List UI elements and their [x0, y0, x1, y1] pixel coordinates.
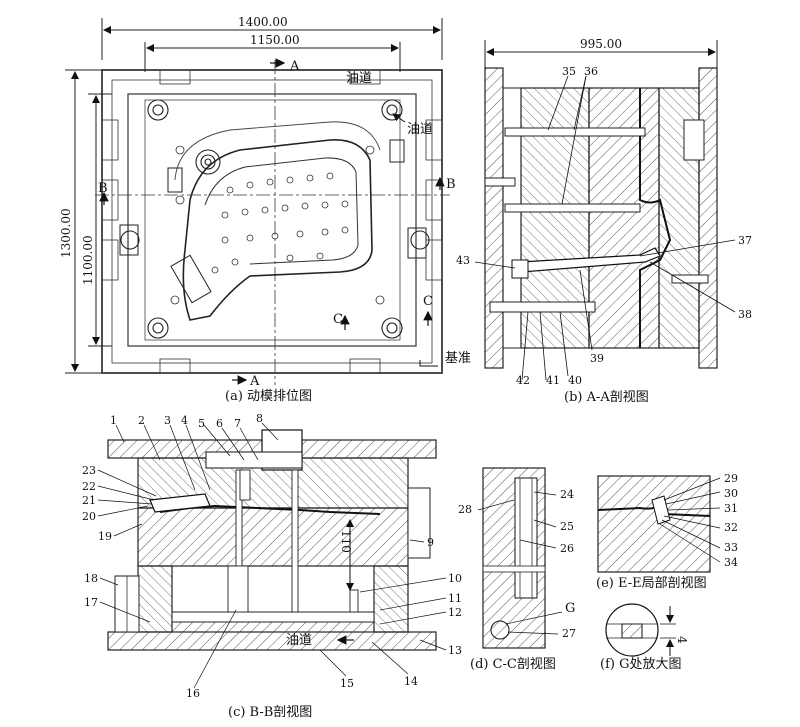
callout-14: 14 — [404, 675, 418, 688]
panel-b-section-AA: 995.00 — [456, 37, 752, 405]
dim-1400: 1400.00 — [238, 15, 288, 29]
callout-27: 27 — [562, 627, 576, 640]
callout-7: 7 — [234, 417, 241, 430]
callout-15: 15 — [340, 677, 354, 690]
callout-23: 23 — [82, 464, 96, 477]
section-A-bottom: A — [249, 374, 260, 389]
caption-a: (a) 动模排位图 — [225, 389, 312, 404]
section-B-left: B — [98, 181, 108, 196]
callout-4: 4 — [181, 414, 188, 427]
callout-25: 25 — [560, 520, 574, 533]
callout-17: 17 — [84, 596, 98, 609]
dim-110: 110 — [339, 530, 353, 553]
callout-43: 43 — [456, 254, 470, 267]
callout-32: 32 — [724, 521, 738, 534]
dim-1300: 1300.00 — [59, 208, 73, 258]
dim-1150: 1150.00 — [250, 33, 300, 47]
panel-f-detail-G: 4 (f) G处放大图 — [600, 603, 689, 672]
callout-11: 11 — [448, 592, 462, 605]
callout-34: 34 — [724, 556, 738, 569]
caption-e: (e) E-E局部剖视图 — [596, 576, 707, 591]
panel-d-section-CC: 24 25 26 27 28 G (d) C-C剖视图 — [458, 467, 576, 672]
label-datum: 基准 — [445, 351, 471, 366]
callout-28: 28 — [458, 503, 472, 516]
panel-a-plan-view: 1400.00 1150.00 1300.00 1100.00 — [59, 15, 471, 404]
callout-42: 42 — [516, 374, 530, 387]
callout-18: 18 — [84, 572, 98, 585]
caption-f: (f) G处放大图 — [600, 657, 681, 672]
callout-21: 21 — [82, 494, 96, 507]
callout-8: 8 — [256, 412, 263, 425]
panel-c-section-BB: 110 油道 — [82, 412, 462, 720]
callout-20: 20 — [82, 510, 96, 523]
callout-3: 3 — [164, 414, 171, 427]
callout-10: 10 — [448, 572, 462, 585]
callout-40: 40 — [568, 374, 582, 387]
callout-41: 41 — [546, 374, 560, 387]
section-C-right: C — [423, 294, 433, 309]
callout-9: 9 — [427, 536, 434, 549]
section-B-right: B — [446, 177, 456, 192]
callout-16: 16 — [186, 687, 200, 700]
label-oil-channel-c: 油道 — [286, 633, 312, 648]
callout-22: 22 — [82, 480, 96, 493]
dim-995: 995.00 — [580, 37, 622, 51]
callout-37: 37 — [738, 234, 752, 247]
caption-b: (b) A-A剖视图 — [564, 390, 649, 405]
callout-39: 39 — [590, 352, 604, 365]
callout-5: 5 — [198, 417, 205, 430]
caption-c: (c) B-B剖视图 — [228, 705, 312, 720]
callout-35: 35 — [562, 65, 576, 78]
section-C-left: C — [333, 312, 343, 327]
label-oil-channel-2: 油道 — [407, 122, 433, 137]
callout-24: 24 — [560, 488, 574, 501]
callout-30: 30 — [724, 487, 738, 500]
callout-1: 1 — [110, 414, 117, 427]
dim-4: 4 — [675, 636, 689, 644]
callout-38: 38 — [738, 308, 752, 321]
callout-36: 36 — [584, 65, 598, 78]
callout-31: 31 — [724, 502, 738, 515]
callout-2: 2 — [138, 414, 145, 427]
panel-e-section-EE: 29 30 31 32 33 34 (e) E-E局部剖视图 — [596, 472, 738, 591]
callout-26: 26 — [560, 542, 574, 555]
callout-6: 6 — [216, 417, 223, 430]
caption-d: (d) C-C剖视图 — [470, 657, 556, 672]
section-A-top: A — [289, 59, 300, 74]
callout-29: 29 — [724, 472, 738, 485]
callout-13: 13 — [448, 644, 462, 657]
callout-19: 19 — [98, 530, 112, 543]
label-oil-channel-1: 油道 — [346, 71, 372, 86]
dim-1100: 1100.00 — [81, 235, 95, 285]
callout-12: 12 — [448, 606, 462, 619]
callout-33: 33 — [724, 541, 738, 554]
label-G: G — [565, 601, 575, 616]
